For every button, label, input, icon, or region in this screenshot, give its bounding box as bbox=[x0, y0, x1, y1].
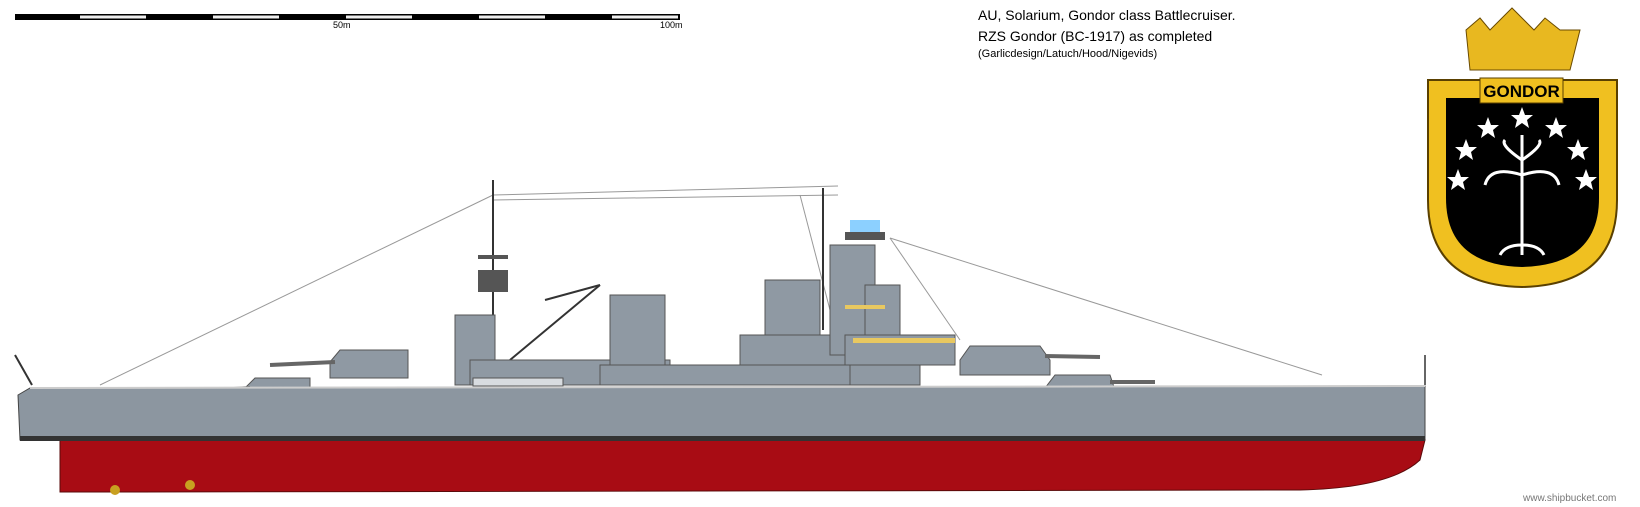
boot-topping bbox=[20, 436, 1425, 441]
caption-credits: (Garlicdesign/Latuch/Hood/Nigevids) bbox=[978, 48, 1158, 60]
boat bbox=[472, 377, 564, 387]
bridge-wing bbox=[845, 305, 885, 309]
mast-platforms bbox=[478, 220, 885, 292]
crest-name: GONDOR bbox=[1483, 82, 1560, 101]
white-tree bbox=[1483, 135, 1561, 256]
scale-bar bbox=[15, 14, 680, 20]
caption-subtitle: RZS Gondor (BC-1917) as completed bbox=[978, 28, 1213, 44]
masts bbox=[14, 180, 1426, 386]
bridge-deck bbox=[853, 338, 955, 343]
turret-b bbox=[959, 345, 1051, 376]
watermark: www.shipbucket.com bbox=[1523, 493, 1617, 504]
rigging bbox=[99, 185, 1323, 386]
turret-x bbox=[329, 349, 409, 379]
deck-rail bbox=[29, 385, 1426, 389]
caption-title: AU, Solarium, Gondor class Battlecruiser… bbox=[978, 7, 1236, 23]
naval-crown bbox=[1465, 7, 1581, 71]
scale-label-50m: 50m bbox=[333, 20, 351, 30]
stars bbox=[1447, 107, 1597, 190]
ship-crest: GONDOR bbox=[1427, 7, 1618, 289]
hull-upper bbox=[17, 385, 1426, 441]
superstructure bbox=[454, 244, 956, 386]
propellers bbox=[110, 480, 195, 495]
hull-lower-red bbox=[59, 439, 1426, 493]
scale-label-100m: 100m bbox=[660, 20, 683, 30]
crest-name-plate bbox=[1479, 77, 1564, 104]
